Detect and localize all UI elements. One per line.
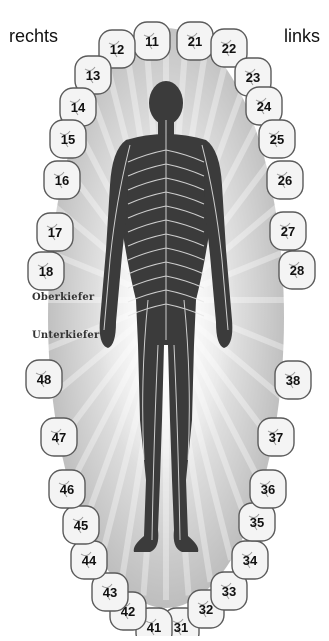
tooth-number: 13	[86, 68, 100, 83]
tooth-number: 11	[145, 34, 159, 49]
tooth-number: 16	[55, 173, 69, 188]
tooth-25: 25	[259, 120, 295, 158]
upper-jaw-label: Oberkiefer	[32, 292, 94, 303]
tooth-number: 44	[82, 553, 97, 568]
tooth-number: 43	[103, 585, 117, 600]
tooth-number: 35	[250, 515, 264, 530]
tooth-26: 26	[267, 161, 303, 199]
tooth-number: 23	[246, 70, 260, 85]
left-side-label: links	[284, 26, 320, 47]
lower-jaw-label: Unterkiefer	[32, 330, 99, 341]
tooth-28: 28	[279, 251, 315, 289]
tooth-15: 15	[50, 120, 86, 158]
tooth-number: 22	[222, 41, 236, 56]
tooth-48: 48	[26, 360, 62, 398]
tooth-number: 24	[257, 99, 272, 114]
tooth-27: 27	[270, 212, 306, 250]
tooth-number: 12	[110, 42, 124, 57]
tooth-number: 18	[39, 264, 53, 279]
tooth-number: 15	[61, 132, 75, 147]
tooth-45: 45	[63, 506, 99, 544]
tooth-number: 17	[48, 225, 62, 240]
tooth-37: 37	[258, 418, 294, 456]
right-side-label: rechts	[9, 26, 58, 47]
tooth-number: 34	[243, 553, 258, 568]
tooth-number: 48	[37, 372, 51, 387]
tooth-number: 31	[174, 620, 188, 635]
tooth-16: 16	[44, 161, 80, 199]
tooth-number: 45	[74, 518, 88, 533]
tooth-34: 34	[232, 541, 268, 579]
tooth-46: 46	[49, 470, 85, 508]
tooth-21: 21	[177, 22, 213, 60]
tooth-number: 38	[286, 373, 300, 388]
tooth-36: 36	[250, 470, 286, 508]
tooth-38: 38	[275, 361, 311, 399]
tooth-number: 28	[290, 263, 304, 278]
tooth-number: 26	[278, 173, 292, 188]
tooth-number: 32	[199, 602, 213, 617]
tooth-number: 46	[60, 482, 74, 497]
tooth-44: 44	[71, 541, 107, 579]
tooth-number: 47	[52, 430, 66, 445]
tooth-number: 41	[147, 620, 161, 635]
tooth-47: 47	[41, 418, 77, 456]
tooth-18: 18	[28, 252, 64, 290]
tooth-number: 36	[261, 482, 275, 497]
tooth-35: 35	[239, 503, 275, 541]
tooth-number: 37	[269, 430, 283, 445]
tooth-number: 27	[281, 224, 295, 239]
tooth-17: 17	[37, 213, 73, 251]
tooth-number: 25	[270, 132, 284, 147]
tooth-number: 21	[188, 34, 202, 49]
tooth-number: 33	[222, 584, 236, 599]
tooth-number: 14	[71, 100, 86, 115]
tooth-11: 11	[134, 22, 170, 60]
